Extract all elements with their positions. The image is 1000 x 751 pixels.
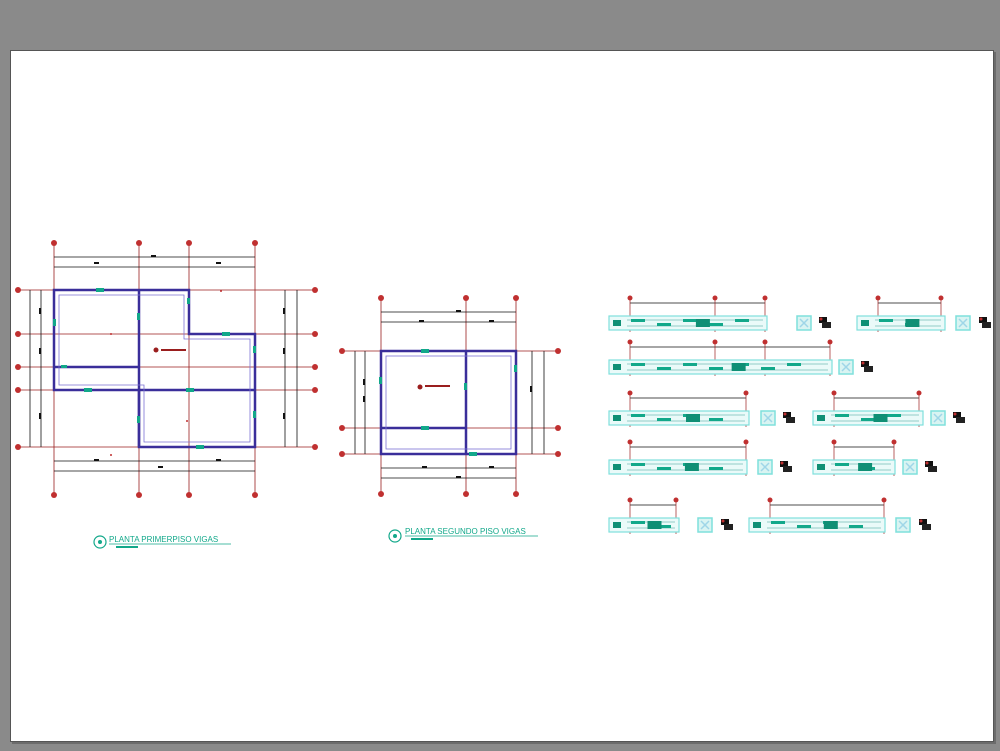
beam-detail-6 [608,439,792,476]
dimension-ticks-2 [363,310,532,478]
drawing-sheet: PLANTA PRIMERPISO VIGAS [10,50,994,742]
beam-section-icon [697,517,713,533]
beam-outline [52,288,257,449]
beam-section-icon [757,459,773,475]
reference-marks [110,290,222,456]
beam-section-icon [902,459,918,475]
plan-second-floor-beams: PLANTA SEGUNDO PISO VIGAS [339,295,561,543]
beam-detail-2 [856,295,991,332]
beam-outline-2 [379,349,518,456]
beam-detail-7 [812,439,937,476]
cad-drawing: PLANTA PRIMERPISO VIGAS [15,240,991,549]
beam-detail-4 [608,390,795,427]
grid-axes [18,243,315,496]
beam-inner-edge [58,294,251,443]
beam-detail-9 [748,497,931,534]
beam-detail-3 [608,339,873,376]
columns [53,288,256,449]
beam-section-icon [955,315,971,331]
plan2-title: PLANTA SEGUNDO PISO VIGAS [405,527,526,536]
beam-detail-8 [608,497,733,534]
plan1-title: PLANTA PRIMERPISO VIGAS [109,535,218,544]
axis-bubbles-2 [339,295,561,497]
plan-first-floor-beams: PLANTA PRIMERPISO VIGAS [15,240,318,549]
beam-section-icon [895,517,911,533]
plan2-center-mark [417,384,450,390]
beam-section-icon [838,359,854,375]
beam-inner-edge-2 [385,355,512,450]
plan1-title-block: PLANTA PRIMERPISO VIGAS [93,535,231,549]
dimension-ticks [39,255,285,468]
beam-detail-5 [812,390,965,427]
grid-axes-2 [342,298,558,496]
beam-detail-1 [608,295,831,332]
axis-bubbles [15,240,318,498]
beam-section-icon [760,410,776,426]
plan1-center-mark [153,347,186,353]
beam-section-icon [930,410,946,426]
beam-section-icon [796,315,812,331]
section-marker-icon [93,535,107,549]
columns-2 [379,349,517,456]
beam-details [608,295,991,534]
section-marker-icon [388,529,402,543]
plan2-title-block: PLANTA SEGUNDO PISO VIGAS [388,527,538,543]
dimension-lines [29,256,298,472]
